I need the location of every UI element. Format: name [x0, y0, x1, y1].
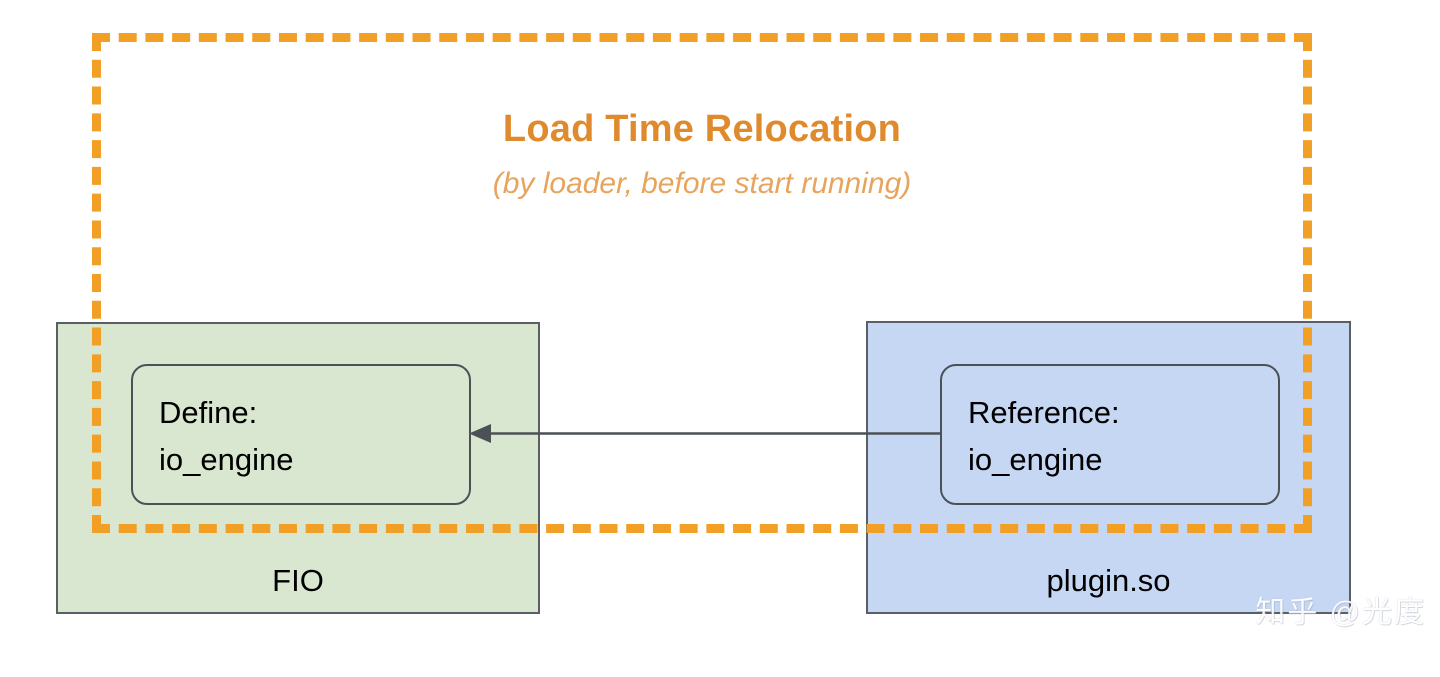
symbol-define-io-engine-text: Define: io_engine: [159, 395, 294, 477]
module-fio-label: FIO: [272, 562, 324, 598]
symbol-define-io-engine: Define: io_engine: [131, 364, 471, 505]
diagram-title: Load Time Relocation: [502, 108, 902, 150]
diagram-subtitle: (by loader, before start running): [492, 166, 912, 200]
symbol-reference-io-engine-text: Reference: io_engine: [968, 395, 1120, 477]
symbol-reference-io-engine: Reference: io_engine: [940, 364, 1280, 505]
module-plugin-so-label: plugin.so: [1046, 562, 1171, 598]
watermark: 知乎 @光度: [1255, 596, 1426, 629]
title-block: Load Time Relocation (by loader, before …: [92, 108, 1312, 202]
